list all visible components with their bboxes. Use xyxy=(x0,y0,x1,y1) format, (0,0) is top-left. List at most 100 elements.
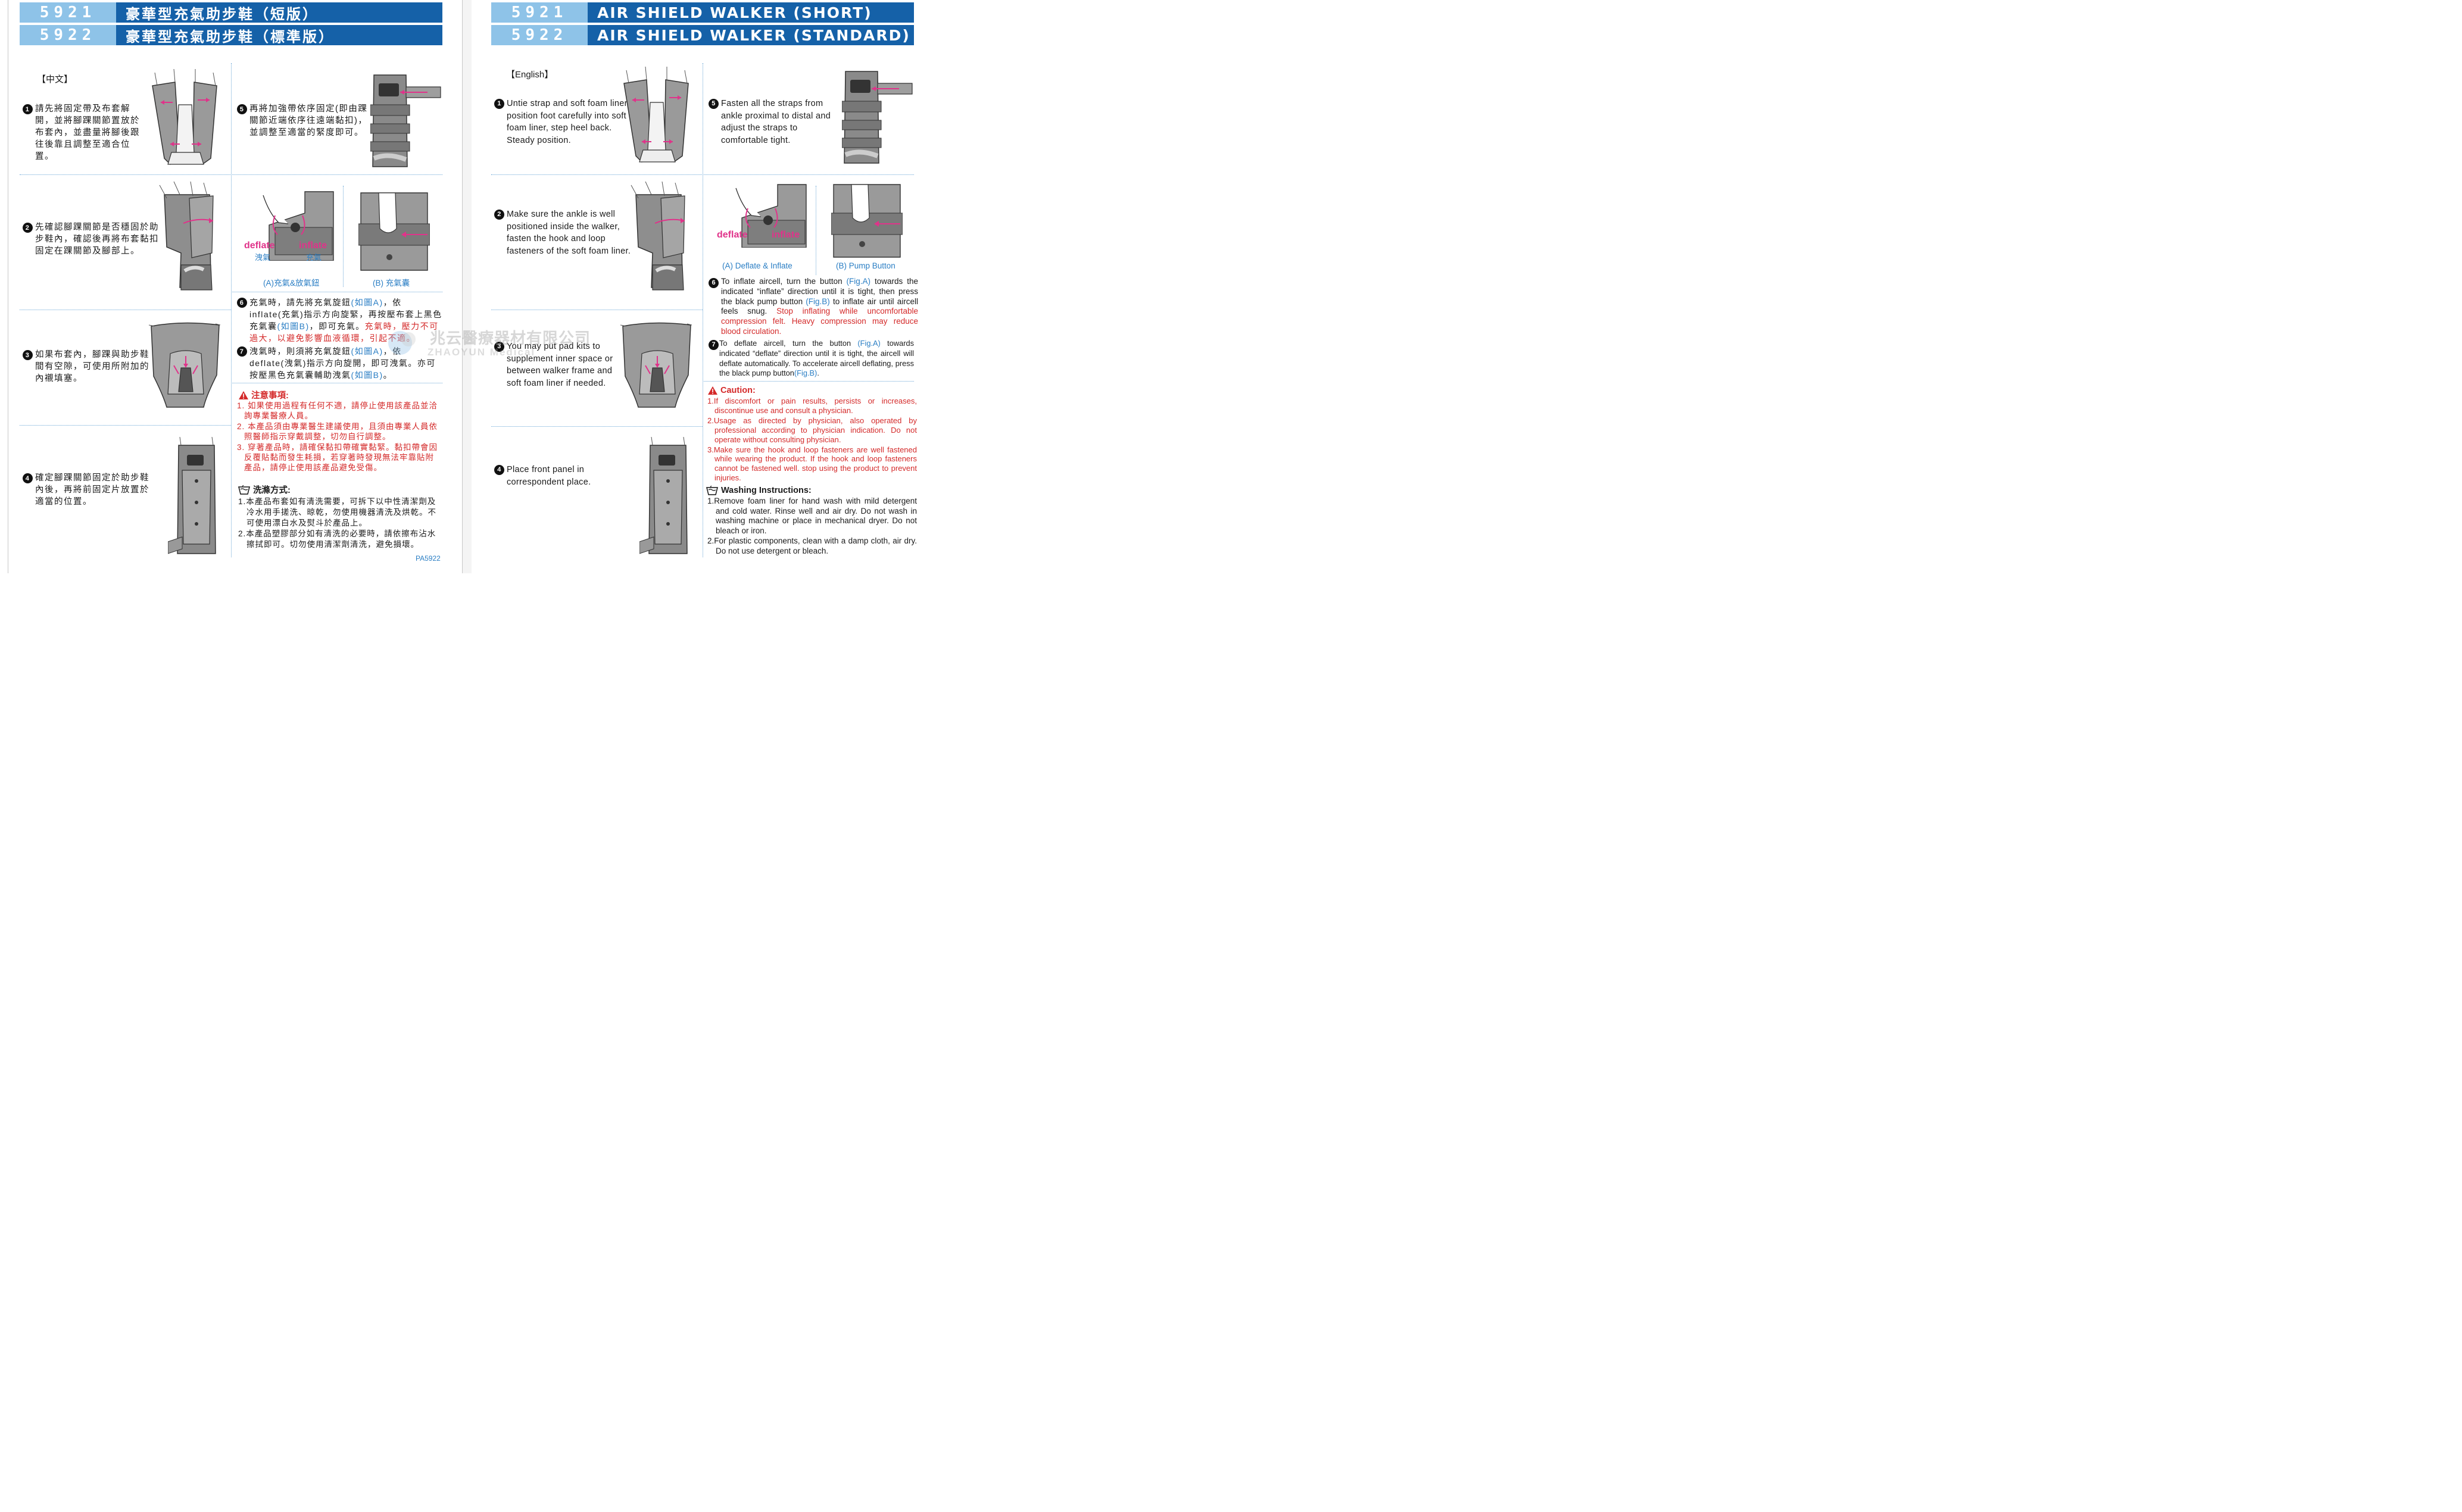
page-edge xyxy=(462,0,463,573)
figure-b-caption: (B) 充氣囊 xyxy=(373,279,410,288)
product-title: 豪華型充氣助步鞋（短版） xyxy=(116,2,442,23)
caution-item: 2. 本產品須由專業醫生建議使用，且須由專業人員依照醫師指示穿戴調整，切勿自行調… xyxy=(237,422,438,441)
inflate-label-zh: 充氣 xyxy=(306,253,322,262)
company-watermark-en: ZHAOYUN Medical xyxy=(428,346,536,358)
instruction-step-6: 6 To inflate aircell, turn the button (F… xyxy=(709,277,918,337)
step-number-bullet: 6 xyxy=(709,278,719,288)
company-logo-watermark xyxy=(388,331,416,355)
figure-ref: (如圖A) xyxy=(351,346,383,356)
wash-basin-icon xyxy=(238,485,250,495)
washing-item: 2.本產品塑膠部分如有清洗的必要時，請依擦布沾水擦拭即可。切勿使用清潔劑清洗，避… xyxy=(238,529,436,549)
figure-ref: (如圖B) xyxy=(351,370,383,380)
row-divider xyxy=(491,174,914,175)
washing-list: 1.Remove foam liner for hand wash with m… xyxy=(707,496,917,556)
pad-kit-illustration xyxy=(148,322,221,408)
instruction-step-4: 4 Place front panel in correspondent pla… xyxy=(494,464,625,488)
washing-heading: Washing Instructions: xyxy=(706,486,812,495)
document-code: PA5922 xyxy=(416,554,441,563)
pump-button-figure-b xyxy=(358,192,430,271)
deflate-label-zh: 洩氣 xyxy=(255,253,271,262)
instruction-step-1: 1 Untie strap and soft foam liner, posit… xyxy=(494,98,631,146)
strap-fasten-illustration xyxy=(842,71,913,164)
step-number-bullet: 7 xyxy=(709,340,719,350)
step-number-bullet: 4 xyxy=(494,465,504,475)
step-number-bullet: 2 xyxy=(494,210,504,220)
step-number-bullet: 1 xyxy=(23,104,33,114)
caution-list: 1.If discomfort or pain results, persist… xyxy=(707,396,917,483)
step-number-bullet: 3 xyxy=(23,350,33,360)
strap-fasten-illustration xyxy=(370,74,441,167)
figure-b-caption: (B) Pump Button xyxy=(836,261,895,270)
figure-a-caption: (A) Deflate & Inflate xyxy=(722,261,792,270)
pump-button-figure-b xyxy=(831,184,903,258)
step-text: 如果布套內，腳踝與助步鞋間有空隙，可使用所附加的內襯填塞。 xyxy=(35,350,149,383)
step-number-bullet: 6 xyxy=(237,298,247,308)
caution-heading: Caution: xyxy=(707,386,756,395)
inflate-warning: Stop inflating while uncomfortable compr… xyxy=(721,307,918,336)
model-number: 5921 xyxy=(20,2,116,23)
instruction-step-6: 6 充氣時，請先將充氣旋鈕(如圖A)，依inflate(充氣)指示方向旋緊，再按… xyxy=(237,296,442,344)
step-number-bullet: 3 xyxy=(494,342,504,352)
step-number-bullet: 5 xyxy=(709,99,719,109)
header-row-5921-en: 5921 AIR SHIELD WALKER (SHORT) xyxy=(491,2,914,23)
step-text: 再將加強帶依序固定(即由踝關節近端依序往遠端黏扣)，並調整至適當的緊度即可。 xyxy=(249,104,368,138)
front-panel-illustration xyxy=(639,437,688,554)
caution-item: 2.Usage as directed by physician, also o… xyxy=(707,416,917,444)
step-text: 先確認腳踝關節是否穩固於助步鞋內，確認後再將布套黏扣固定在踝關節及腳部上。 xyxy=(35,223,159,256)
instruction-step-5: 5 再將加強帶依序固定(即由踝關節近端依序往遠端黏扣)，並調整至適當的緊度即可。 xyxy=(237,103,368,139)
instruction-step-5: 5 Fasten all the straps from ankle proxi… xyxy=(709,98,834,146)
warning-triangle-icon xyxy=(708,386,717,395)
instruction-step-7: 7 洩氣時，則須將充氣旋鈕(如圖A)，依deflate(洩氣)指示方向旋開，即可… xyxy=(237,345,442,381)
company-watermark: 兆云醫療器材有限公司 xyxy=(430,329,591,347)
deflate-label: deflate xyxy=(244,240,275,251)
liner-fasten-illustration xyxy=(631,182,685,290)
figure-ref: (如圖B) xyxy=(277,321,310,331)
inflate-knob-figure-a xyxy=(735,184,807,248)
step-number-bullet: 2 xyxy=(23,223,33,233)
row-divider xyxy=(20,174,442,175)
front-panel-illustration xyxy=(168,437,216,554)
header-row-5922-en: 5922 AIR SHIELD WALKER (STANDARD) xyxy=(491,25,914,45)
washing-heading: 洗滌方式: xyxy=(238,483,291,496)
caution-list: 1. 如果使用過程有任何不適，請停止使用該產品並洽詢專業醫療人員。 2. 本產品… xyxy=(237,401,442,473)
figure-ref: (Fig.A) xyxy=(846,277,871,286)
model-number: 5921 xyxy=(491,2,588,23)
page-gutter xyxy=(462,0,472,573)
row-divider xyxy=(20,425,231,426)
column-divider xyxy=(231,63,232,557)
row-divider xyxy=(704,381,914,382)
row-divider xyxy=(491,426,703,427)
deflate-label: deflate xyxy=(717,230,748,240)
figure-ref: (Fig.B) xyxy=(794,368,817,378)
step-text: Make sure the ankle is well positioned i… xyxy=(507,210,631,256)
step-text: Fasten all the straps from ankle proxima… xyxy=(721,99,831,145)
instruction-step-2: 2 Make sure the ankle is well positioned… xyxy=(494,208,637,257)
caution-item: 3. 穿著產品時，請確保黏扣帶確實黏緊。黏扣帶會因反覆貼黏而發生耗損，若穿著時發… xyxy=(237,443,438,472)
chinese-page: 5921 豪華型充氣助步鞋（短版） 5922 豪華型充氣助步鞋（標準版） 【中文… xyxy=(0,0,462,573)
language-label: 【English】 xyxy=(506,70,554,80)
english-page: 5921 AIR SHIELD WALKER (SHORT) 5922 AIR … xyxy=(472,0,934,573)
foot-liner-illustration xyxy=(152,69,217,165)
foot-liner-illustration xyxy=(623,67,689,163)
product-title: AIR SHIELD WALKER (SHORT) xyxy=(588,2,914,23)
inflate-label: inflate xyxy=(299,240,327,251)
instruction-step-1: 1 請先將固定帶及布套解開，並將腳踝關節置放於布套內，並盡量將腳後跟往後靠且調整… xyxy=(23,103,148,163)
liner-fasten-illustration xyxy=(159,182,214,290)
figure-ref: (Fig.B) xyxy=(806,296,830,306)
instruction-step-3: 3 You may put pad kits to supplement inn… xyxy=(494,340,622,389)
header-row-5922-zh: 5922 豪華型充氣助步鞋（標準版） xyxy=(20,25,442,45)
figure-ref: (Fig.A) xyxy=(857,339,881,348)
step-number-bullet: 1 xyxy=(494,99,504,109)
washing-item: 1.本產品布套如有清洗需要，可拆下以中性清潔劑及冷水用手搓洗、晾乾，勿使用機器清… xyxy=(238,497,436,527)
step-number-bullet: 4 xyxy=(23,473,33,483)
inflate-warning: 充氣時，壓力不可過大，以避免影響血液循環，引起不適。 xyxy=(249,321,439,343)
product-title: 豪華型充氣助步鞋（標準版） xyxy=(116,25,442,45)
caution-item: 3.Make sure the hook and loop fasteners … xyxy=(707,445,917,483)
caution-heading: 注意事項: xyxy=(238,389,289,401)
pad-kit-illustration xyxy=(620,322,692,408)
language-label: 【中文】 xyxy=(37,74,73,85)
caution-item: 1.If discomfort or pain results, persist… xyxy=(707,396,917,415)
step-text: Untie strap and soft foam liner, positio… xyxy=(507,99,630,145)
product-title: AIR SHIELD WALKER (STANDARD) xyxy=(588,25,914,45)
step-text: Place front panel in correspondent place… xyxy=(507,465,591,487)
